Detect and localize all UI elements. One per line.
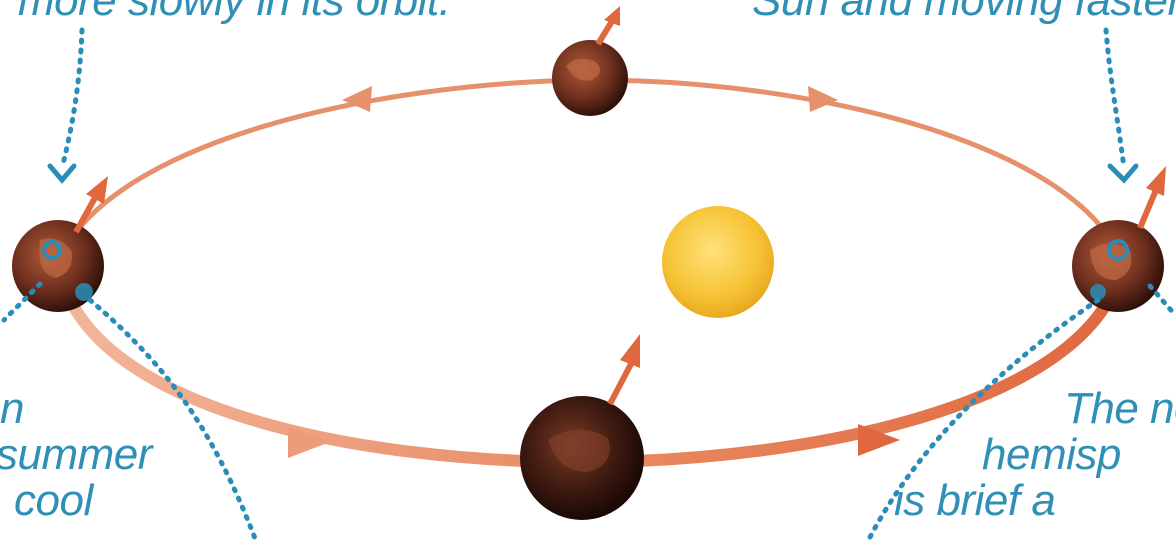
orbit-arrowhead-top-right bbox=[808, 86, 838, 112]
caption-bottom-left-line-3: cool bbox=[14, 478, 152, 524]
caption-bottom-left-line-2: summer bbox=[0, 432, 152, 478]
dotted-pointer-top-left-head bbox=[50, 166, 74, 180]
caption-bottom-left-line-1: n bbox=[0, 386, 152, 432]
caption-bottom-right-line-3: is brief a bbox=[894, 478, 1176, 524]
sun-icon bbox=[662, 206, 774, 318]
dotted-pointer-top-left bbox=[62, 30, 82, 168]
dotted-pointer-top-right-head bbox=[1110, 166, 1136, 180]
caption-top-left: more slowly in its orbit. bbox=[18, 0, 451, 24]
caption-top-right: Sun and moving faster bbox=[752, 0, 1176, 24]
mars-planet-icon-top bbox=[552, 40, 628, 116]
caption-bottom-left: n summer cool bbox=[0, 386, 152, 524]
caption-bottom-right-line-2: hemisp bbox=[982, 432, 1176, 478]
dotted-pointer-top-right bbox=[1106, 30, 1124, 168]
caption-bottom-right: The no hemisp is brief a bbox=[1064, 386, 1176, 524]
caption-bottom-right-line-1: The no bbox=[1064, 386, 1176, 432]
direction-arrow-icon-bottom bbox=[610, 362, 632, 404]
mars-planet-icon-bottom bbox=[520, 396, 644, 520]
mars-planet-icon-right bbox=[1072, 220, 1164, 312]
direction-arrow-icon-right bbox=[1140, 190, 1156, 228]
